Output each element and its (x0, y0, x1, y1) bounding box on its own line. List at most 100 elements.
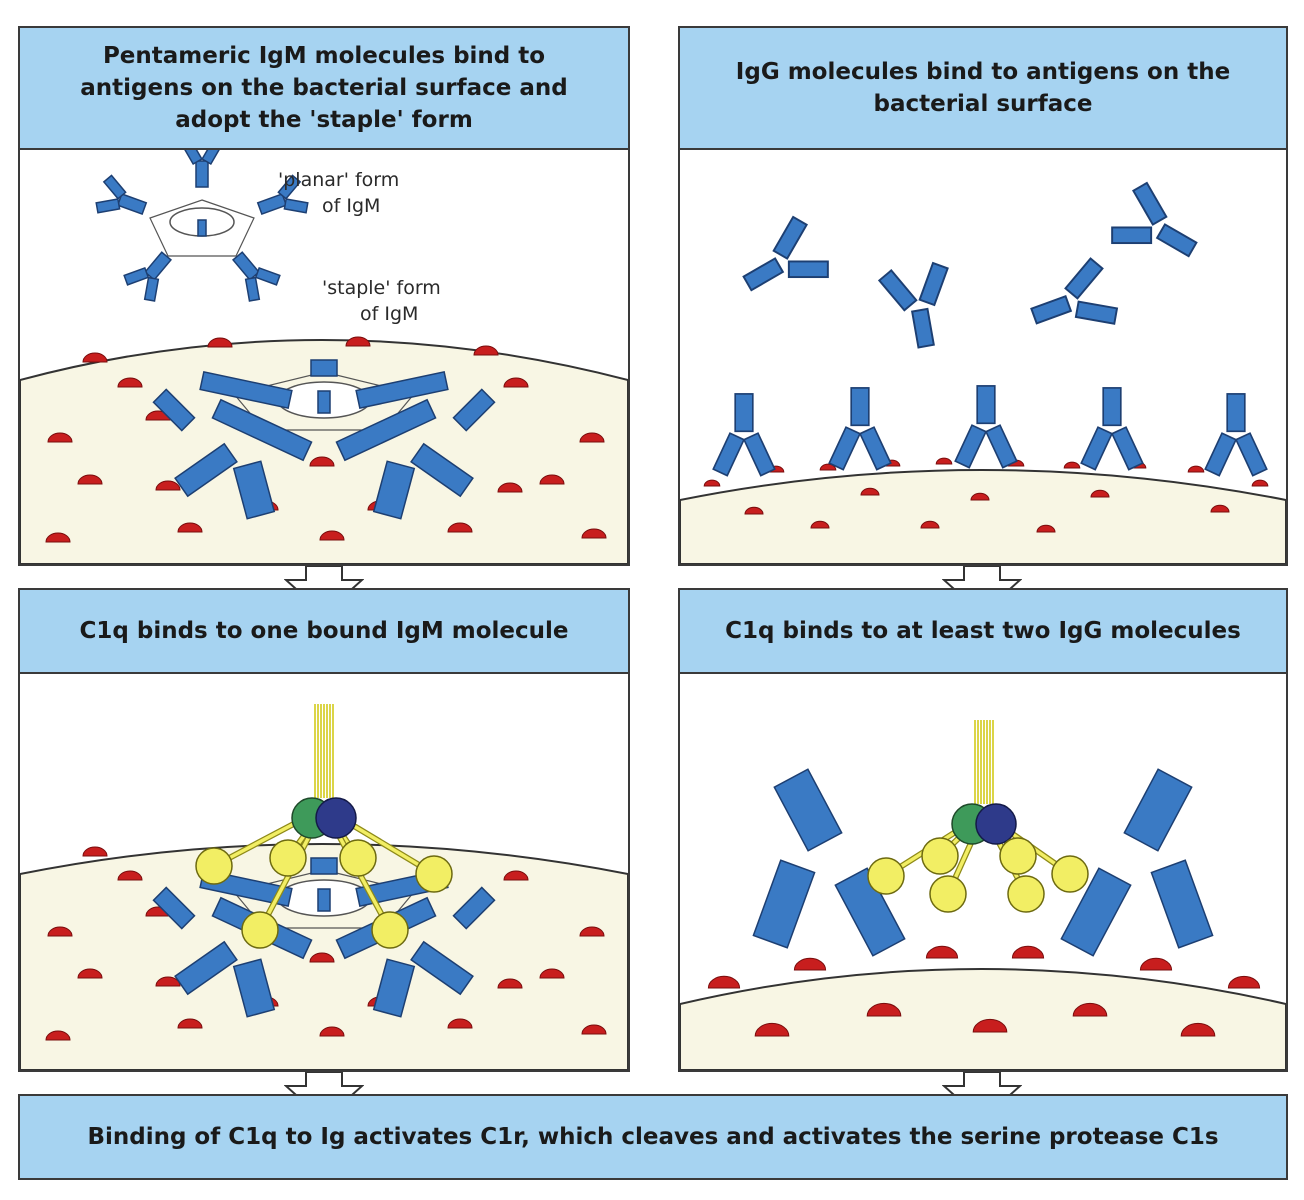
igm-fab (452, 886, 496, 930)
igm-binding-panel: 'planar' form of IgM 'staple' form of Ig… (18, 148, 630, 566)
igg-fab (1204, 432, 1238, 477)
igg-fab (1123, 768, 1193, 852)
antigen (473, 345, 499, 356)
igm-fab (372, 958, 416, 1018)
antigen (539, 968, 565, 979)
antigen (319, 1026, 345, 1037)
igg-antibody (877, 261, 949, 349)
igm-binding-header-text: Pentameric IgM molecules bind to antigen… (80, 43, 568, 133)
c1q-head (867, 857, 905, 895)
igg-fc (1060, 867, 1132, 957)
antigen (920, 520, 940, 529)
antigen (319, 530, 345, 541)
igm-fc (143, 251, 173, 281)
igg-fab (1150, 859, 1214, 949)
antigen (1187, 465, 1205, 473)
c1s (975, 803, 1017, 845)
antigen (1251, 479, 1269, 487)
j-chain (317, 390, 331, 414)
igm-c1q-header: C1q binds to one bound IgM molecule (18, 588, 630, 674)
activation-footer: Binding of C1q to Ig activates C1r, whic… (18, 1094, 1288, 1180)
igg-c1q-panel (678, 672, 1288, 1072)
antigen (177, 1018, 203, 1029)
pentamer-core (149, 199, 255, 257)
c1q-head (339, 839, 377, 877)
igm-arm (355, 370, 449, 410)
antigen (707, 975, 741, 989)
antigen-group (707, 945, 1261, 1037)
bound-igg-group (712, 385, 1268, 477)
antigen (309, 456, 335, 467)
igm-staple-molecule (152, 359, 496, 520)
bound-igg-pair (752, 768, 1214, 957)
antigen (754, 1022, 790, 1037)
igg-c1q-header: C1q binds to at least two IgG molecules (678, 588, 1288, 674)
igm-arm (199, 370, 293, 410)
igg-c1q-diagram (680, 720, 1286, 1070)
igg-fab (1110, 426, 1144, 471)
igm-binding-diagram: 'planar' form of IgM 'staple' form of Ig… (20, 150, 628, 564)
antigen (703, 479, 721, 487)
igg-antibody (1204, 393, 1268, 477)
igm-fab (277, 174, 302, 200)
antigen (177, 522, 203, 533)
antigen (155, 976, 181, 987)
antigen (117, 377, 143, 388)
igg-fab (1111, 226, 1153, 245)
igg-fab (918, 261, 949, 307)
igg-fab (877, 269, 918, 312)
igg-fc (742, 257, 785, 292)
igg-fab (773, 768, 843, 852)
igg-antibody (742, 215, 829, 292)
antigen (1036, 524, 1056, 533)
antigen (972, 1018, 1008, 1033)
igg-antibody (828, 387, 892, 471)
free-igg-group (742, 181, 1198, 349)
antigen (45, 532, 71, 543)
antigen (579, 926, 605, 937)
igg-binding-header: IgG molecules bind to antigens on the ba… (678, 26, 1288, 150)
igm-fab (410, 442, 474, 498)
igm-fab (254, 267, 281, 286)
igm-fab (181, 150, 203, 166)
antigen (860, 487, 880, 496)
c1q-head (269, 839, 307, 877)
c1q-head (241, 911, 279, 949)
igm-c1q-header-text: C1q binds to one bound IgM molecule (79, 618, 569, 644)
antigen (1180, 1022, 1216, 1037)
igg-fab (828, 426, 862, 471)
igm-fab (372, 460, 416, 520)
igg-fab (752, 859, 816, 949)
igg-fc (1155, 223, 1198, 258)
antigen (207, 337, 233, 348)
igm-fab (152, 388, 196, 432)
igm-fab (410, 940, 474, 996)
antigen (77, 968, 103, 979)
igm-fc (256, 192, 288, 216)
antigen (539, 474, 565, 485)
antigen (47, 926, 73, 937)
c1q-head (415, 855, 453, 893)
antigen (581, 528, 607, 539)
antigen (497, 482, 523, 493)
igg-fc (910, 307, 935, 349)
antigen (447, 522, 473, 533)
igg-fc (1030, 294, 1073, 325)
antigen (581, 1024, 607, 1035)
antigen (309, 952, 335, 963)
antigen (793, 957, 827, 971)
antigen (503, 377, 529, 388)
antigen (82, 846, 108, 857)
igm-c1q-diagram (20, 704, 628, 1070)
c1q-head (921, 837, 959, 875)
igg-fab (1074, 300, 1119, 325)
c1q-molecule (195, 704, 453, 949)
antigen (117, 870, 143, 881)
igg-fab (742, 432, 776, 477)
igg-fab (1080, 426, 1114, 471)
igm-fc (231, 251, 261, 281)
c1s (315, 797, 357, 839)
igg-fab (1132, 181, 1168, 226)
c1q-head (1007, 875, 1045, 913)
j-chain (197, 219, 207, 237)
